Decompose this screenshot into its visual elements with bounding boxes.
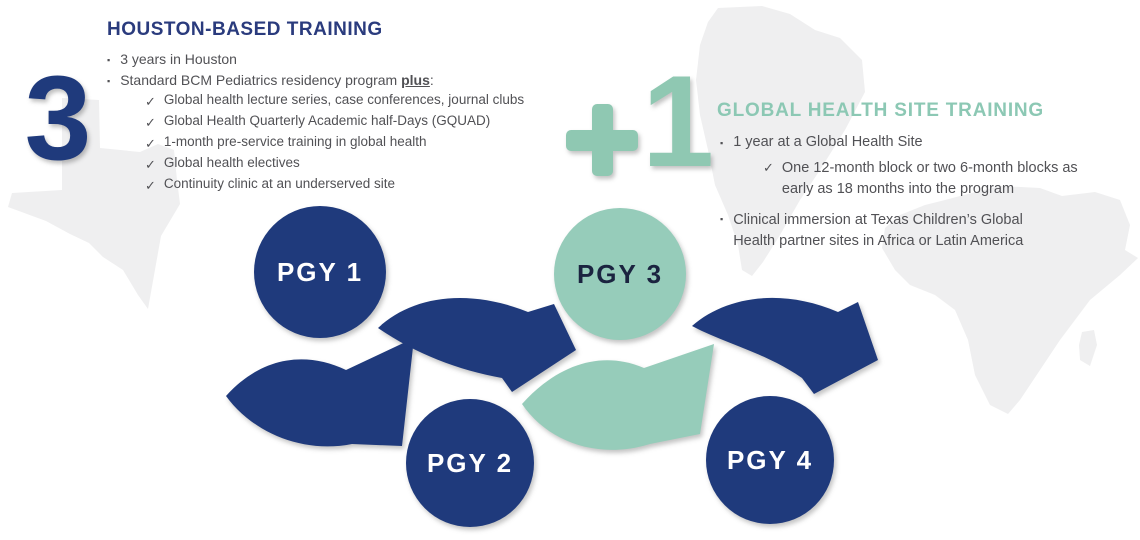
global-year-number: 1 <box>641 48 715 194</box>
houston-check-3-text: 1-month pre-service training in global h… <box>163 134 427 149</box>
pgy2-node <box>406 399 534 527</box>
global-bullet-1-text: 1 year at a Global Health Site <box>733 134 923 150</box>
bullet-square-icon: ▪ <box>107 55 111 65</box>
global-bullet-2-text: Clinical immersion at Texas Children’s G… <box>733 210 1023 252</box>
global-bullet-2-line-1: Clinical immersion at Texas Children’s G… <box>733 212 1023 228</box>
plus-one-number: 1 <box>566 56 716 196</box>
check-icon: ✓ <box>145 178 156 193</box>
bullet-square-icon: ▪ <box>720 214 724 224</box>
flow-arrow-3 <box>522 344 714 450</box>
global-bullet-1: ▪ 1 year at a Global Health Site <box>720 134 923 153</box>
flow-arrow-4 <box>692 297 878 394</box>
houston-check-5: ✓ Continuity clinic at an underserved si… <box>145 176 395 195</box>
south-america-map-icon <box>696 6 865 276</box>
global-check-1: ✓ One 12-month block or two 6-month bloc… <box>763 158 1078 200</box>
houston-bullet-1-text: 3 years in Houston <box>120 51 237 67</box>
houston-bullet-2: ▪ Standard BCM Pediatrics residency prog… <box>107 72 434 91</box>
pgy1-node <box>254 206 386 338</box>
houston-check-4-text: Global health electives <box>163 155 300 170</box>
check-icon: ✓ <box>145 94 156 109</box>
houston-check-2: ✓ Global Health Quarterly Academic half-… <box>145 113 490 132</box>
check-icon: ✓ <box>763 160 774 175</box>
global-bullet-2-line-2: Health partner sites in Africa or Latin … <box>733 233 1024 249</box>
check-icon: ✓ <box>145 115 156 130</box>
global-site-training-title: GLOBAL HEALTH SITE TRAINING <box>717 100 1045 121</box>
pgy3-node <box>554 208 686 340</box>
flow-arrow-1 <box>226 338 414 447</box>
texas-map-icon <box>8 98 180 309</box>
global-check-1-line-1: One 12-month block or two 6-month blocks… <box>781 160 1078 176</box>
africa-map-icon <box>882 186 1138 414</box>
bullet-square-icon: ▪ <box>720 138 724 148</box>
global-check-1-line-2: early as 18 months into the program <box>781 181 1015 197</box>
houston-years-number: 3 <box>24 51 92 185</box>
houston-bullet-2-prefix: Standard BCM Pediatrics residency progra… <box>120 72 402 88</box>
pgy3-label: PGY 3 <box>577 259 663 289</box>
houston-bullet-2-plus: plus <box>401 72 430 88</box>
houston-bullet-2-colon: : <box>429 72 434 88</box>
houston-training-title: HOUSTON-BASED TRAINING <box>107 19 383 40</box>
houston-check-4: ✓ Global health electives <box>145 155 300 174</box>
global-check-1-text: One 12-month block or two 6-month blocks… <box>782 158 1078 200</box>
houston-check-2-text: Global Health Quarterly Academic half-Da… <box>163 113 491 128</box>
houston-check-3: ✓ 1-month pre-service training in global… <box>145 134 427 153</box>
houston-check-1-text: Global health lecture series, case confe… <box>163 92 525 107</box>
check-icon: ✓ <box>145 136 156 151</box>
houston-bullet-1: ▪ 3 years in Houston <box>107 51 237 70</box>
global-bullet-2: ▪ Clinical immersion at Texas Children’s… <box>720 210 1023 252</box>
plus-icon <box>566 104 638 176</box>
flow-arrow-2 <box>378 298 576 392</box>
bullet-square-icon: ▪ <box>107 76 111 86</box>
houston-check-5-text: Continuity clinic at an underserved site <box>163 176 396 191</box>
pgy1-label: PGY 1 <box>277 257 363 287</box>
pgy2-label: PGY 2 <box>427 448 513 478</box>
pgy4-node <box>706 396 834 524</box>
check-icon: ✓ <box>145 157 156 172</box>
houston-bullet-2-text: Standard BCM Pediatrics residency progra… <box>120 72 434 88</box>
houston-check-1: ✓ Global health lecture series, case con… <box>145 92 524 111</box>
madagascar-map-icon <box>1079 330 1097 366</box>
pgy4-label: PGY 4 <box>727 445 813 475</box>
